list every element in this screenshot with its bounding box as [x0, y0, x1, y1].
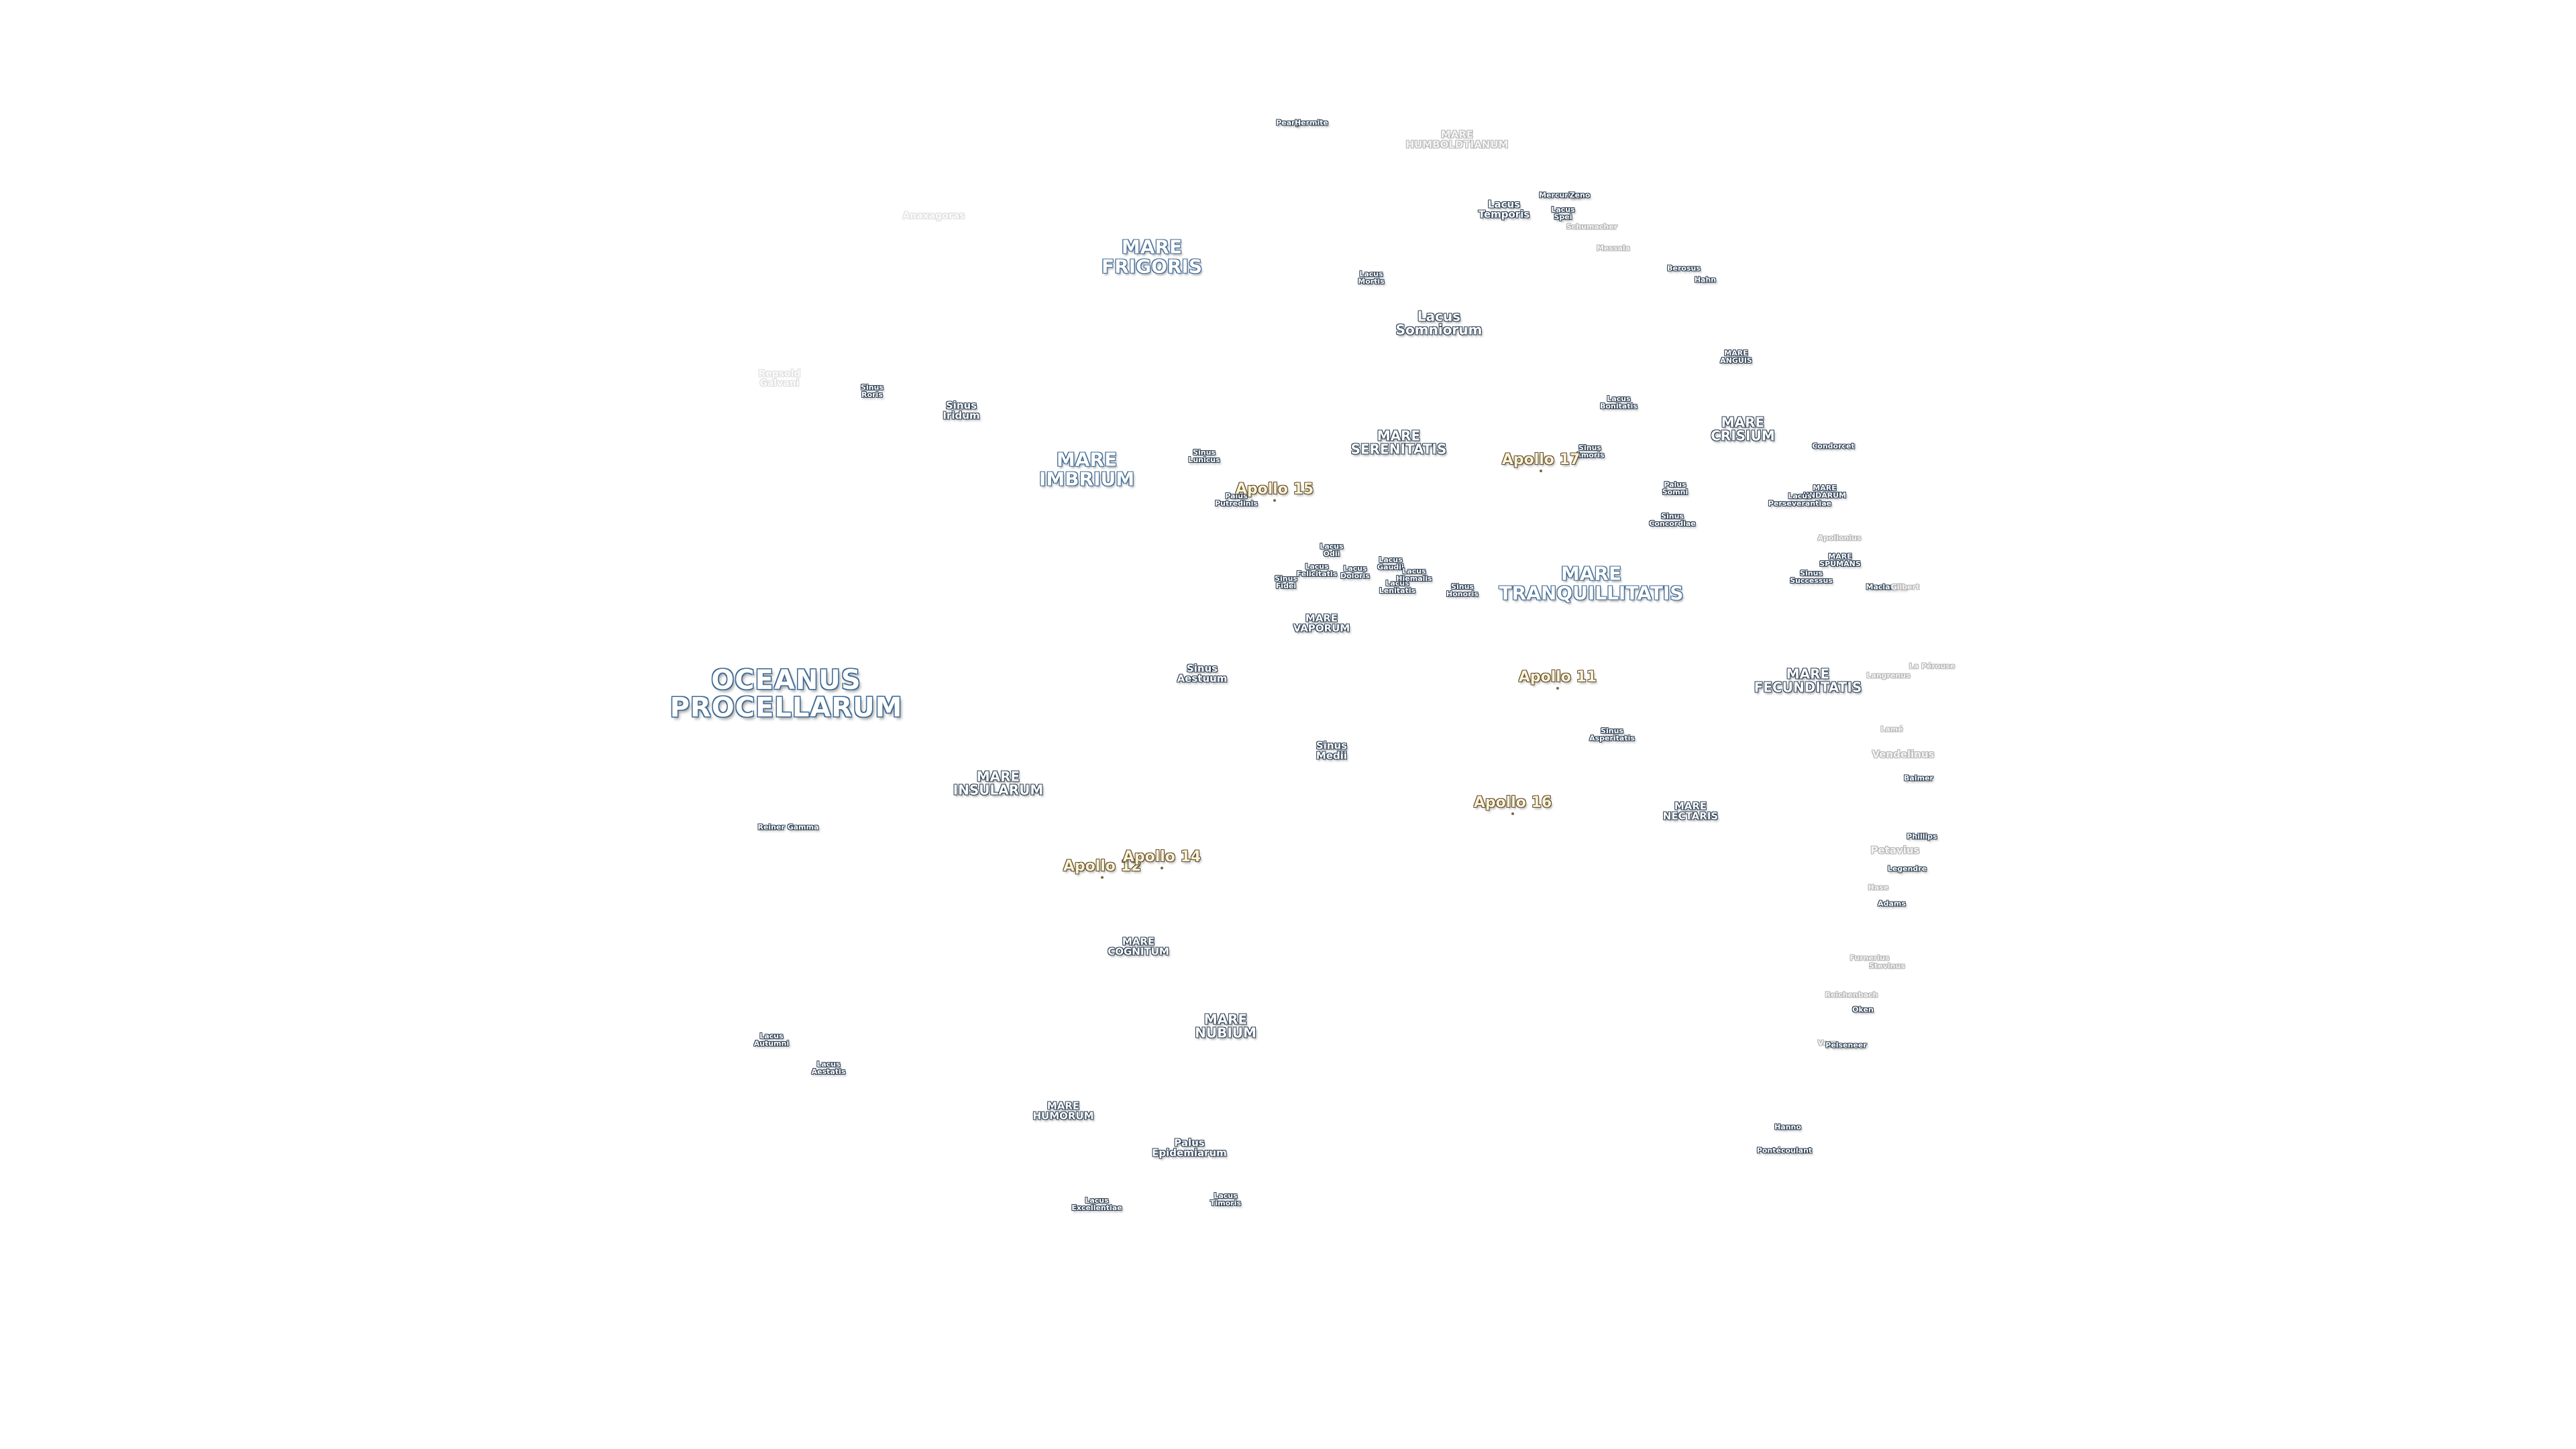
- landing-site-label-apollo-17[interactable]: Apollo 17: [1501, 451, 1580, 468]
- map-label-pelseneer[interactable]: Pelseneer: [1825, 1040, 1867, 1050]
- map-label-lacus-hiemalis[interactable]: Lacus Hiemalis: [1396, 566, 1432, 583]
- map-label-mare-vaporum[interactable]: MARE VAPORUM: [1293, 612, 1350, 635]
- map-label-sinus-lunicus[interactable]: Sinus Lunicus: [1188, 447, 1220, 464]
- map-label-mercurius[interactable]: Mercurius: [1539, 191, 1580, 200]
- map-label-hase[interactable]: Hase: [1868, 883, 1889, 892]
- map-label-reichenbach[interactable]: Reichenbach: [1825, 990, 1878, 1000]
- map-label-mare-humboldtianum[interactable]: MARE HUMBOLDTIANUM: [1405, 128, 1509, 151]
- map-label-repsold[interactable]: Repsold Galvani: [758, 368, 801, 389]
- map-label-mare-anguis[interactable]: MARE ANGUIS: [1720, 348, 1752, 365]
- map-label-lacus-doloris[interactable]: Lacus Doloris: [1340, 564, 1370, 580]
- map-label-gilbert[interactable]: Gilbert: [1890, 582, 1920, 592]
- map-label-lacus-felicitatis[interactable]: Lacus Felicitatis: [1296, 561, 1338, 578]
- map-label-vendelinus[interactable]: Vendelinus: [1872, 748, 1935, 761]
- map-label-oceanus-procellarum[interactable]: OCEANUS PROCELLARUM: [669, 665, 903, 723]
- map-label-mare-spumans[interactable]: MARE SPUMANS: [1819, 551, 1861, 568]
- map-label-lacus-mortis[interactable]: Lacus Mortis: [1358, 269, 1385, 286]
- map-label-maclaurin[interactable]: Maclaurin: [1866, 582, 1907, 592]
- map-label-furnerius[interactable]: Furnerius: [1849, 953, 1890, 963]
- map-label-sinus-fidei[interactable]: Sinus Fidei: [1275, 574, 1297, 590]
- map-label-lacus-somniorum[interactable]: Lacus Somniorum: [1395, 308, 1483, 338]
- map-label-hanno[interactable]: Hanno: [1774, 1122, 1801, 1132]
- map-label-condorcet[interactable]: Condorcet: [1812, 441, 1855, 451]
- landing-site-label-apollo-11[interactable]: Apollo 11: [1518, 668, 1597, 686]
- map-label-mare-serenitatis[interactable]: MARE SERENITATIS: [1350, 427, 1447, 458]
- map-label-mare-tranquillitatis[interactable]: MARE TRANQUILLITATIS: [1499, 562, 1684, 604]
- map-label-mare-humorum[interactable]: MARE HUMORUM: [1032, 1099, 1094, 1122]
- map-label-berosus[interactable]: Berosus: [1667, 264, 1701, 273]
- map-label-sinus-asperitatis[interactable]: Sinus Asperitatis: [1589, 726, 1635, 743]
- map-label-schumacher[interactable]: Schumacher: [1566, 222, 1618, 231]
- landing-site-label-apollo-15[interactable]: Apollo 15: [1235, 480, 1314, 498]
- map-label-sinus-honoris[interactable]: Sinus Honoris: [1446, 582, 1479, 598]
- map-label-palus-epidemiarum[interactable]: Palus Epidemiarum: [1152, 1136, 1227, 1159]
- map-label-balmer[interactable]: Balmer: [1904, 773, 1933, 783]
- map-label-mare-nectaris[interactable]: MARE NECTARIS: [1662, 800, 1719, 822]
- map-label-sinus-medii[interactable]: Sinus Medii: [1316, 739, 1348, 762]
- map-label-langrenus[interactable]: Langrenus: [1866, 671, 1911, 680]
- map-label-sinus-aestuum[interactable]: Sinus Aestuum: [1177, 662, 1228, 685]
- map-label-mare-undarum[interactable]: MARE UNDARUM: [1803, 483, 1847, 500]
- map-label-legendre[interactable]: Legendre: [1887, 864, 1927, 873]
- landing-site-marker-apollo-15[interactable]: [1273, 499, 1276, 502]
- map-label-la-perouse[interactable]: La Pérouse: [1909, 661, 1955, 671]
- map-label-lacus-odii[interactable]: Lacus Odii: [1320, 541, 1344, 558]
- map-label-adams[interactable]: Adams: [1878, 899, 1906, 908]
- map-label-anaxagoras[interactable]: Anaxagoras: [902, 210, 965, 221]
- map-label-sinus-roris[interactable]: Sinus Roris: [861, 382, 883, 399]
- map-label-apollonius[interactable]: Apollonius: [1817, 533, 1862, 543]
- map-label-pontecoulant[interactable]: Pontécoulant: [1756, 1146, 1813, 1155]
- landing-site-marker-apollo-12[interactable]: [1101, 876, 1104, 879]
- landing-site-label-apollo-16[interactable]: Apollo 16: [1473, 794, 1552, 811]
- map-label-sinus-amoris[interactable]: Sinus Amoris: [1575, 443, 1605, 460]
- landing-site-marker-apollo-17[interactable]: [1540, 470, 1542, 472]
- map-label-lacus-excellentiae[interactable]: Lacus Excellentiae: [1071, 1195, 1122, 1212]
- map-label-peary[interactable]: Peary: [1276, 118, 1300, 127]
- map-label-mare-imbrium[interactable]: MARE IMBRIUM: [1038, 448, 1135, 490]
- map-label-mare-insularum[interactable]: MARE INSULARUM: [953, 768, 1044, 798]
- map-label-zeno[interactable]: Zeno: [1569, 191, 1591, 200]
- map-label-phillips[interactable]: Phillips: [1907, 832, 1937, 841]
- map-label-stevinus[interactable]: Stevinus: [1869, 961, 1905, 971]
- map-label-lacus-autumni[interactable]: Lacus Autumni: [753, 1031, 790, 1048]
- map-label-palus-putredinis[interactable]: Palus Putredinis: [1215, 491, 1258, 508]
- map-label-lacus-gaudii[interactable]: Lacus Gaudii: [1377, 555, 1404, 572]
- map-label-sinus-successus[interactable]: Sinus Successus: [1790, 568, 1833, 585]
- map-label-oken[interactable]: Oken: [1852, 1005, 1874, 1014]
- landing-site-marker-apollo-14[interactable]: [1161, 867, 1163, 869]
- map-label-sinus-iridum[interactable]: Sinus Iridum: [943, 399, 980, 422]
- map-label-lacus-aestatis[interactable]: Lacus Aestatis: [811, 1059, 846, 1076]
- landing-site-marker-apollo-11[interactable]: [1556, 687, 1559, 690]
- map-label-lacus-spei[interactable]: Lacus Spei: [1551, 205, 1575, 221]
- map-label-lacus-lenitatis[interactable]: Lacus Lenitatis: [1379, 578, 1416, 595]
- landing-site-label-apollo-14[interactable]: Apollo 14: [1122, 848, 1201, 865]
- map-label-petavius[interactable]: Petavius: [1870, 844, 1920, 857]
- map-label-messala[interactable]: Messala: [1596, 244, 1631, 253]
- landing-site-marker-apollo-16[interactable]: [1511, 812, 1514, 815]
- map-label-vega[interactable]: Vega: [1817, 1038, 1839, 1048]
- map-label-mare-crisium[interactable]: MARE CRISIUM: [1711, 414, 1775, 444]
- map-label-palus-somni[interactable]: Palus Somni: [1662, 480, 1688, 496]
- map-label-mare-nubium[interactable]: MARE NUBIUM: [1195, 1011, 1256, 1041]
- map-label-lame[interactable]: Lamé: [1880, 724, 1903, 734]
- map-label-lacus-bonitatis[interactable]: Lacus Bonitatis: [1600, 394, 1638, 411]
- map-label-mare-fecunditatis[interactable]: MARE FECUNDITATIS: [1754, 665, 1862, 696]
- map-label-mare-cognitum[interactable]: MARE COGNITUM: [1108, 935, 1169, 958]
- map-label-lacus-timoris[interactable]: Lacus Timoris: [1210, 1191, 1242, 1208]
- map-label-lacus-temporis[interactable]: Lacus Temporis: [1478, 198, 1530, 221]
- map-label-hermite[interactable]: Hermite: [1294, 118, 1329, 127]
- landing-site-label-apollo-12[interactable]: Apollo 12: [1063, 857, 1142, 875]
- map-label-mare-frigoris[interactable]: MARE FRIGORIS: [1101, 235, 1203, 277]
- map-label-reiner-gamma[interactable]: Reiner Gamma: [757, 822, 819, 832]
- map-label-hahn[interactable]: Hahn: [1694, 275, 1717, 284]
- map-label-sinus-concordiae[interactable]: Sinus Concordiae: [1649, 511, 1696, 528]
- map-label-lacus-perseverantiae[interactable]: Lacus Perseverantiae: [1768, 491, 1832, 508]
